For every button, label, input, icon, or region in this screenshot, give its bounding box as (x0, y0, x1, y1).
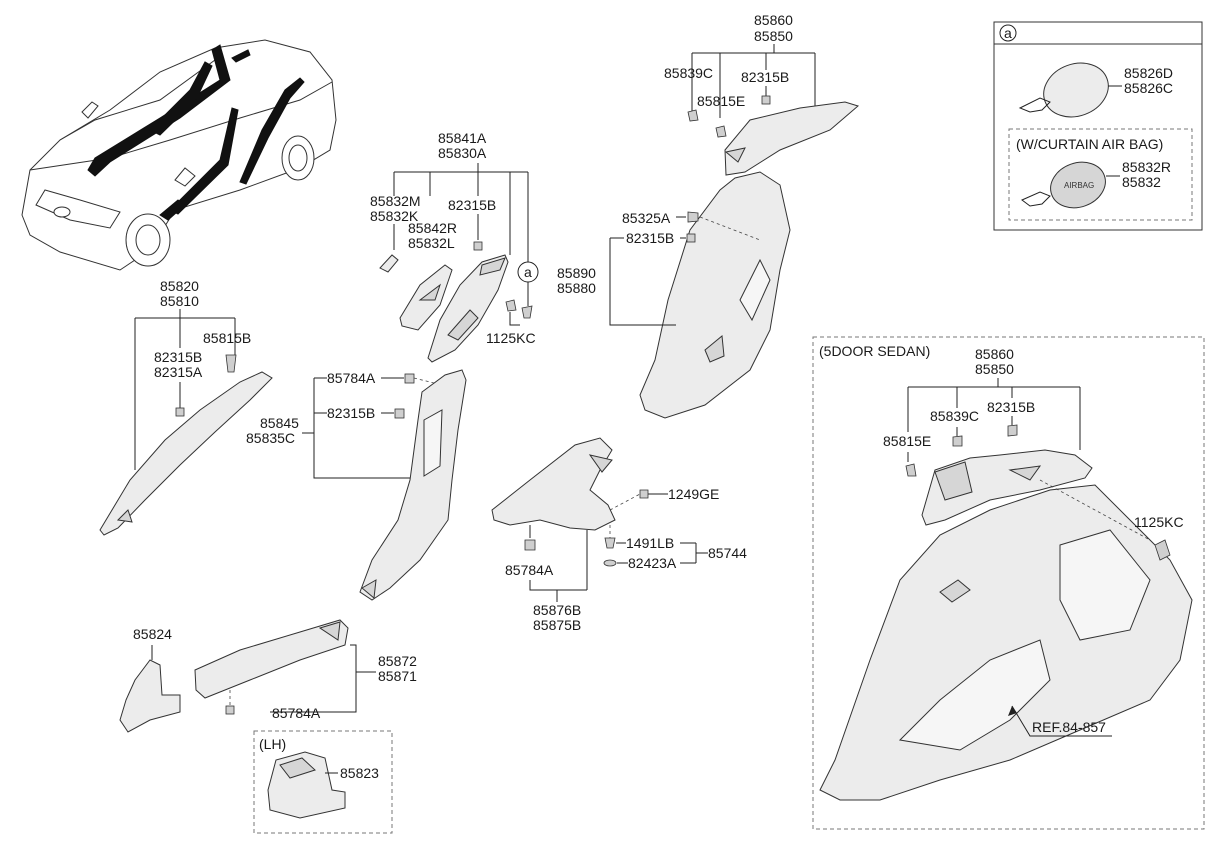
clip-icon (225, 354, 237, 373)
clip-icon (473, 241, 483, 251)
clip-icon (1007, 424, 1018, 437)
label-85875B: 85875B (533, 617, 581, 633)
rear-shelf-trim (724, 101, 860, 176)
label-85826D: 85826D (1124, 65, 1173, 81)
label-85832: 85832 (1122, 174, 1161, 190)
label-82315B: 82315B (327, 405, 375, 421)
label-82315B: 82315B (987, 399, 1035, 415)
clip-icon (175, 407, 185, 417)
sedan-variant-box (812, 336, 1205, 830)
label-85784A: 85784A (505, 562, 554, 578)
label-85839C: 85839C (930, 408, 979, 424)
inset-a-label: a (1004, 25, 1012, 41)
label-85830A: 85830A (438, 145, 487, 161)
clip-icon (905, 463, 917, 477)
label-85325A: 85325A (622, 210, 671, 226)
label-85850: 85850 (754, 28, 793, 44)
label-82315B: 82315B (448, 197, 496, 213)
label-85815B: 85815B (203, 330, 251, 346)
label-1249GE: 1249GE (668, 486, 719, 502)
label-82315B: 82315B (741, 69, 789, 85)
clip-icon (604, 537, 616, 549)
clip-icon (715, 125, 727, 138)
label-85835C: 85835C (246, 430, 295, 446)
ref-label: REF.84-857 (1032, 719, 1106, 735)
trim-piece (379, 254, 399, 273)
inset-a-box (993, 21, 1203, 231)
clip-icon (394, 408, 405, 419)
label-85860: 85860 (975, 346, 1014, 362)
label-85826C: 85826C (1124, 80, 1173, 96)
label-85876B: 85876B (533, 602, 581, 618)
label-82315B: 82315B (154, 349, 202, 365)
cover-cap (1043, 62, 1109, 118)
label-1125KC: 1125KC (486, 330, 536, 346)
curtain-title: (W/CURTAIN AIR BAG) (1016, 136, 1163, 152)
inset-a-icon (999, 24, 1017, 42)
label-1125KC: 1125KC (1134, 514, 1184, 530)
label-85872: 85872 (378, 653, 417, 669)
washer-icon (603, 559, 617, 567)
lower-pillar-trim (491, 437, 616, 531)
label-85832R: 85832R (1122, 159, 1171, 175)
label-85832L: 85832L (408, 235, 455, 251)
a-pillar-trim (99, 371, 273, 536)
label-85784A: 85784A (327, 370, 376, 386)
clip-icon (687, 109, 699, 122)
label-85820: 85820 (160, 278, 199, 294)
screw-icon (639, 489, 649, 499)
label-85890: 85890 (557, 265, 596, 281)
airbag-cap (1050, 161, 1106, 209)
clip-icon (225, 705, 235, 715)
label-85850: 85850 (975, 361, 1014, 377)
lh-variant-box (253, 730, 393, 834)
clip-icon (521, 305, 533, 319)
label-85824: 85824 (133, 626, 172, 642)
clip-icon (687, 211, 699, 223)
callout-a: a (524, 264, 532, 280)
bolt-icon (1154, 539, 1171, 561)
label-85823: 85823 (340, 765, 379, 781)
label-82315B: 82315B (626, 230, 674, 246)
clip-icon (952, 435, 963, 447)
label-82315A: 82315A (154, 364, 203, 380)
label-85784A: 85784A (272, 705, 321, 721)
label-85842R: 85842R (408, 220, 457, 236)
label-82423A: 82423A (628, 555, 677, 571)
label-85815E: 85815E (883, 433, 931, 449)
label-85841A: 85841A (438, 130, 487, 146)
b-pillar-trim (359, 369, 467, 601)
clip-icon (404, 373, 415, 384)
lh-title: (LH) (259, 736, 286, 752)
sill-scuff-trim (194, 619, 349, 699)
label-85815E: 85815E (697, 93, 745, 109)
label-85832M: 85832M (370, 193, 421, 209)
label-85860: 85860 (754, 12, 793, 28)
c-pillar-trim (639, 171, 791, 419)
curtain-airbag-box (1008, 128, 1193, 221)
label-1491LB: 1491LB (626, 535, 674, 551)
label-85744: 85744 (708, 545, 747, 561)
car-illustration (21, 39, 337, 271)
kick-panel (119, 659, 181, 733)
label-85839C: 85839C (664, 65, 713, 81)
sedan-title: (5DOOR SEDAN) (819, 343, 930, 359)
label-85880: 85880 (557, 280, 596, 296)
clip-icon (505, 299, 517, 312)
airbag-text: AIRBAG (1064, 181, 1094, 190)
label-85810: 85810 (160, 293, 199, 309)
label-85871: 85871 (378, 668, 417, 684)
label-85845: 85845 (260, 415, 299, 431)
clip-icon (524, 539, 536, 551)
clip-icon (686, 233, 696, 243)
clip-icon (761, 95, 771, 105)
label-85832K: 85832K (370, 208, 419, 224)
